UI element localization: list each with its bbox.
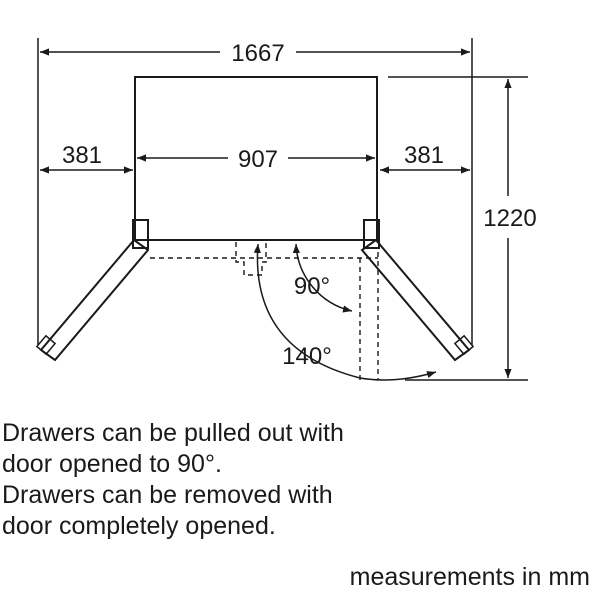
note-line-1: Drawers can be pulled out with xyxy=(2,419,344,447)
dim-right-clearance: 381 xyxy=(404,142,444,169)
note-line-4: door completely opened. xyxy=(2,512,276,540)
door-left-open xyxy=(39,238,150,362)
dim-depth-open: 1220 xyxy=(483,205,536,232)
note-line-3: Drawers can be removed with xyxy=(2,481,333,509)
hinge-left xyxy=(132,219,149,249)
swing-arc-140 xyxy=(253,243,437,381)
drawer-pullout-note: Drawers can be pulled out with door open… xyxy=(2,418,344,480)
angle-140-label: 140° xyxy=(282,343,332,370)
dim-cabinet-width: 907 xyxy=(238,146,278,173)
door-right-handle xyxy=(453,334,475,356)
dim-left-clearance: 381 xyxy=(62,142,102,169)
drawer-removal-note: Drawers can be removed with door complet… xyxy=(2,480,333,542)
angle-90-label: 90° xyxy=(294,273,330,300)
units-label: measurements in mm xyxy=(349,563,590,591)
fridge-cabinet xyxy=(134,76,378,241)
dim-total-width: 1667 xyxy=(231,40,284,67)
fridge-door-clearance-diagram: 1667 381 907 381 1220 90° 140° xyxy=(35,38,537,381)
note-line-2: door opened to 90°. xyxy=(2,450,222,478)
door-left-handle xyxy=(35,334,57,356)
